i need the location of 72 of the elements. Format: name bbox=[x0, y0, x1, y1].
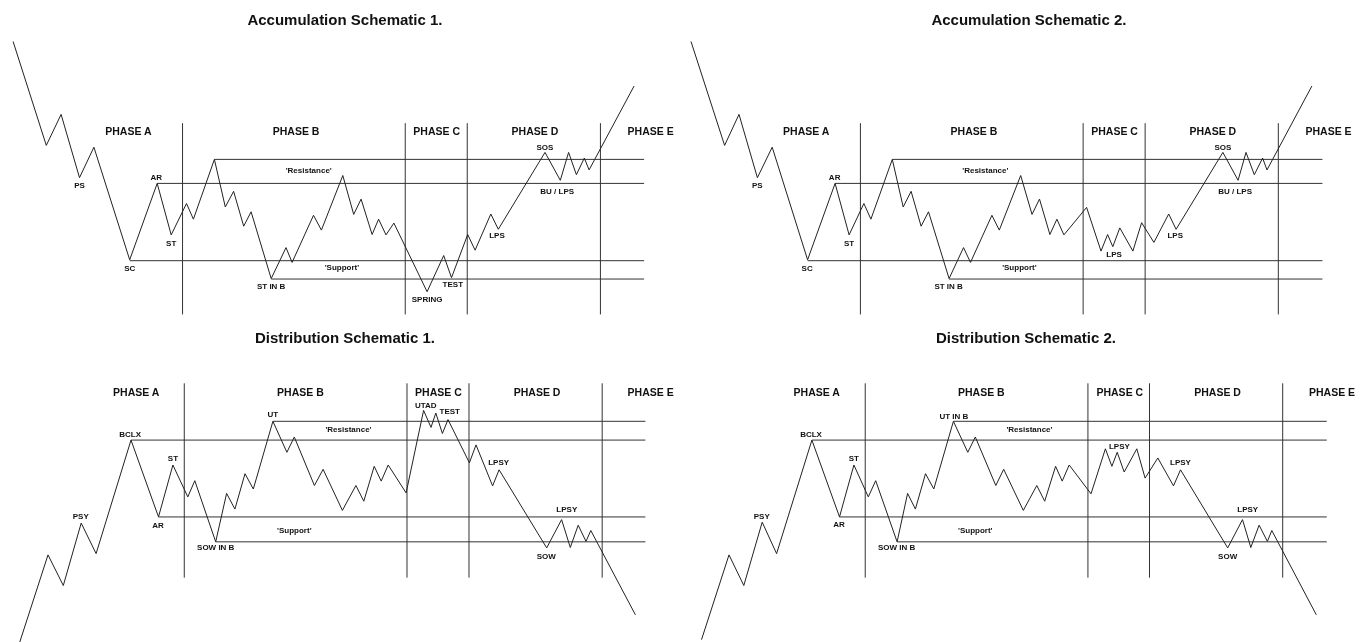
phase-label: PHASE A bbox=[105, 125, 152, 137]
event-label: PS bbox=[752, 182, 763, 191]
phase-label: PHASE A bbox=[793, 386, 840, 398]
phase-label: PHASE E bbox=[1305, 125, 1352, 137]
event-label: SOW IN B bbox=[197, 543, 235, 552]
event-label: BCLX bbox=[800, 430, 822, 439]
event-label: SOS bbox=[536, 143, 554, 152]
event-label: AR bbox=[150, 173, 163, 182]
event-label: 'Resistance' bbox=[1006, 426, 1053, 435]
event-label: 'Support' bbox=[958, 527, 993, 536]
event-label: SC bbox=[801, 264, 813, 273]
event-label: SOS bbox=[1214, 143, 1232, 152]
event-label: LPSY bbox=[488, 458, 510, 467]
event-label: LPS bbox=[1167, 232, 1184, 241]
event-label: 'Resistance' bbox=[325, 426, 372, 435]
chart-title: Accumulation Schematic 2. bbox=[931, 11, 1127, 27]
event-label: AR bbox=[828, 173, 841, 182]
event-label: AR bbox=[833, 521, 845, 530]
event-label: LPSY bbox=[1237, 506, 1259, 515]
event-label: ST bbox=[167, 454, 179, 463]
event-label: AR bbox=[152, 522, 164, 531]
phase-label: PHASE D bbox=[511, 125, 559, 137]
phase-label: PHASE D bbox=[1194, 386, 1241, 398]
event-label: UTAD bbox=[414, 401, 437, 410]
phase-label: PHASE C bbox=[1091, 125, 1138, 137]
phase-label: PHASE D bbox=[513, 386, 561, 398]
event-label: ST IN B bbox=[934, 282, 963, 291]
event-label: UT bbox=[267, 411, 279, 420]
event-label: 'Support' bbox=[324, 264, 360, 273]
event-label: TEST bbox=[442, 280, 464, 289]
phase-label: PHASE C bbox=[415, 386, 462, 398]
event-label: 'Resistance' bbox=[285, 167, 332, 176]
event-label: LPSY bbox=[1108, 442, 1130, 451]
event-label: LPSY bbox=[556, 506, 578, 515]
event-label: LPS bbox=[1106, 250, 1122, 259]
phase-label: PHASE C bbox=[1096, 386, 1144, 398]
event-label: BU / LPS bbox=[540, 187, 575, 196]
event-label: ST bbox=[843, 239, 855, 248]
event-label: UT IN B bbox=[939, 412, 969, 421]
phase-label: PHASE A bbox=[113, 386, 160, 398]
event-label: SOW IN B bbox=[878, 543, 916, 552]
event-label: LPS bbox=[489, 232, 505, 241]
event-label: PSY bbox=[753, 512, 770, 521]
event-label: 'Support' bbox=[277, 527, 312, 536]
event-label: SC bbox=[124, 264, 136, 273]
chart-title: Accumulation Schematic 1. bbox=[247, 11, 443, 27]
phase-label: PHASE E bbox=[1309, 386, 1356, 398]
phase-label: PHASE A bbox=[783, 125, 830, 137]
event-label: PS bbox=[74, 182, 85, 191]
event-label: BCLX bbox=[119, 430, 141, 439]
phase-label: PHASE E bbox=[627, 125, 674, 137]
event-label: ST bbox=[848, 454, 859, 463]
event-label: 'Support' bbox=[1002, 264, 1037, 273]
event-label: SPRING bbox=[411, 296, 443, 304]
phase-label: PHASE E bbox=[627, 386, 674, 398]
phase-label: PHASE D bbox=[1189, 125, 1237, 137]
event-label: ST IN B bbox=[256, 282, 286, 291]
event-label: SOW bbox=[536, 552, 556, 561]
phase-label: PHASE B bbox=[958, 386, 1005, 398]
phase-label: PHASE B bbox=[272, 125, 320, 137]
event-label: SOW bbox=[1218, 552, 1238, 561]
event-label: TEST bbox=[439, 407, 460, 416]
event-label: ST bbox=[166, 239, 177, 248]
event-label: PSY bbox=[72, 512, 89, 521]
phase-label: PHASE B bbox=[950, 125, 998, 137]
phase-label: PHASE C bbox=[413, 125, 460, 137]
event-label: BU / LPS bbox=[1218, 187, 1252, 196]
phase-label: PHASE B bbox=[277, 386, 324, 398]
chart-title: Distribution Schematic 1. bbox=[254, 329, 435, 345]
event-label: LPSY bbox=[1170, 458, 1191, 467]
chart-title: Distribution Schematic 2. bbox=[935, 329, 1116, 345]
event-label: 'Resistance' bbox=[962, 167, 1009, 176]
